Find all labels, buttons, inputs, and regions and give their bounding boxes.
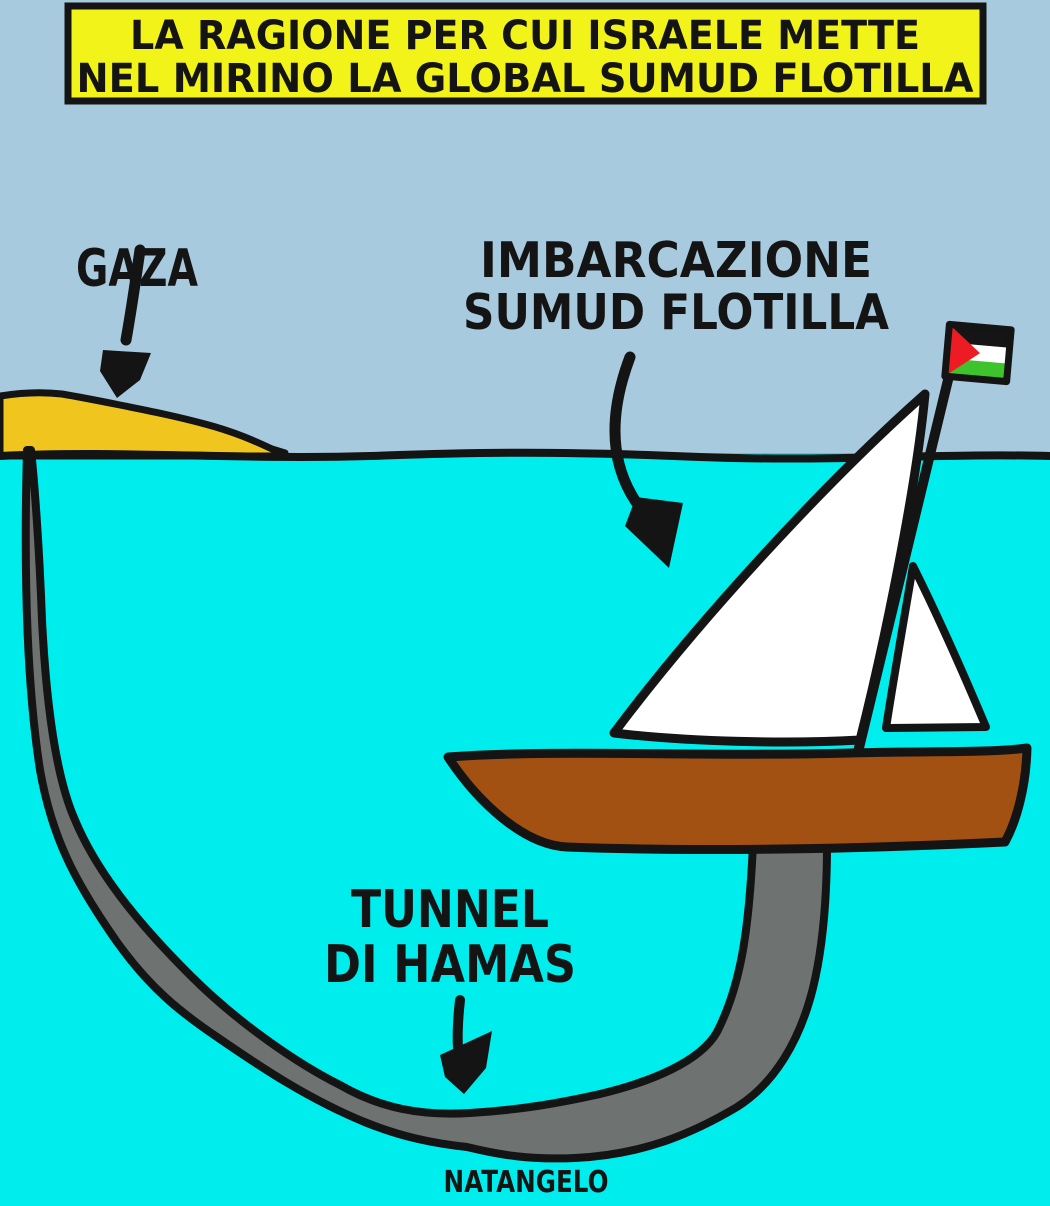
jib-sail — [882, 562, 990, 732]
artist-signature: NATANGELO — [444, 1165, 609, 1200]
gaza-arrow-shaft — [120, 244, 146, 346]
gaza-label: GAZA — [76, 239, 198, 299]
tunnel-arrow-shaft — [452, 995, 465, 1053]
title-line-2: NEL MIRINO LA GLOBAL SUMUD FLOTILLA — [77, 56, 974, 102]
boat-arrow-head — [625, 497, 683, 568]
tunnel-arrow-icon — [440, 995, 492, 1094]
gaza-land — [0, 389, 289, 460]
boat-label-line-1: IMBARCAZIONE — [480, 232, 872, 289]
boat-arrow-icon — [609, 351, 683, 568]
title-banner-box — [64, 2, 987, 105]
hamas-tunnel — [21, 446, 831, 1163]
gaza-arrow-head — [100, 350, 151, 398]
boat-label-line-2: SUMUD FLOTILLA — [463, 284, 889, 341]
title-line-1: LA RAGIONE PER CUI ISRAELE METTE — [130, 13, 920, 59]
flag-red-triangle — [944, 324, 980, 377]
boat-hull — [443, 743, 1032, 854]
mainsail — [609, 389, 930, 747]
title-banner: LA RAGIONE PER CUI ISRAELE METTE NEL MIR… — [64, 2, 987, 105]
palestinian-flag-icon — [941, 320, 1015, 386]
flag-outline — [941, 320, 1015, 386]
gaza-arrow-icon — [100, 244, 151, 398]
tunnel-arrow-head — [440, 1031, 492, 1094]
tunnel-label-line-1: TUNNEL — [351, 880, 549, 940]
tunnel-label-line-2: DI HAMAS — [324, 935, 576, 995]
boat-arrow-shaft — [609, 351, 642, 508]
